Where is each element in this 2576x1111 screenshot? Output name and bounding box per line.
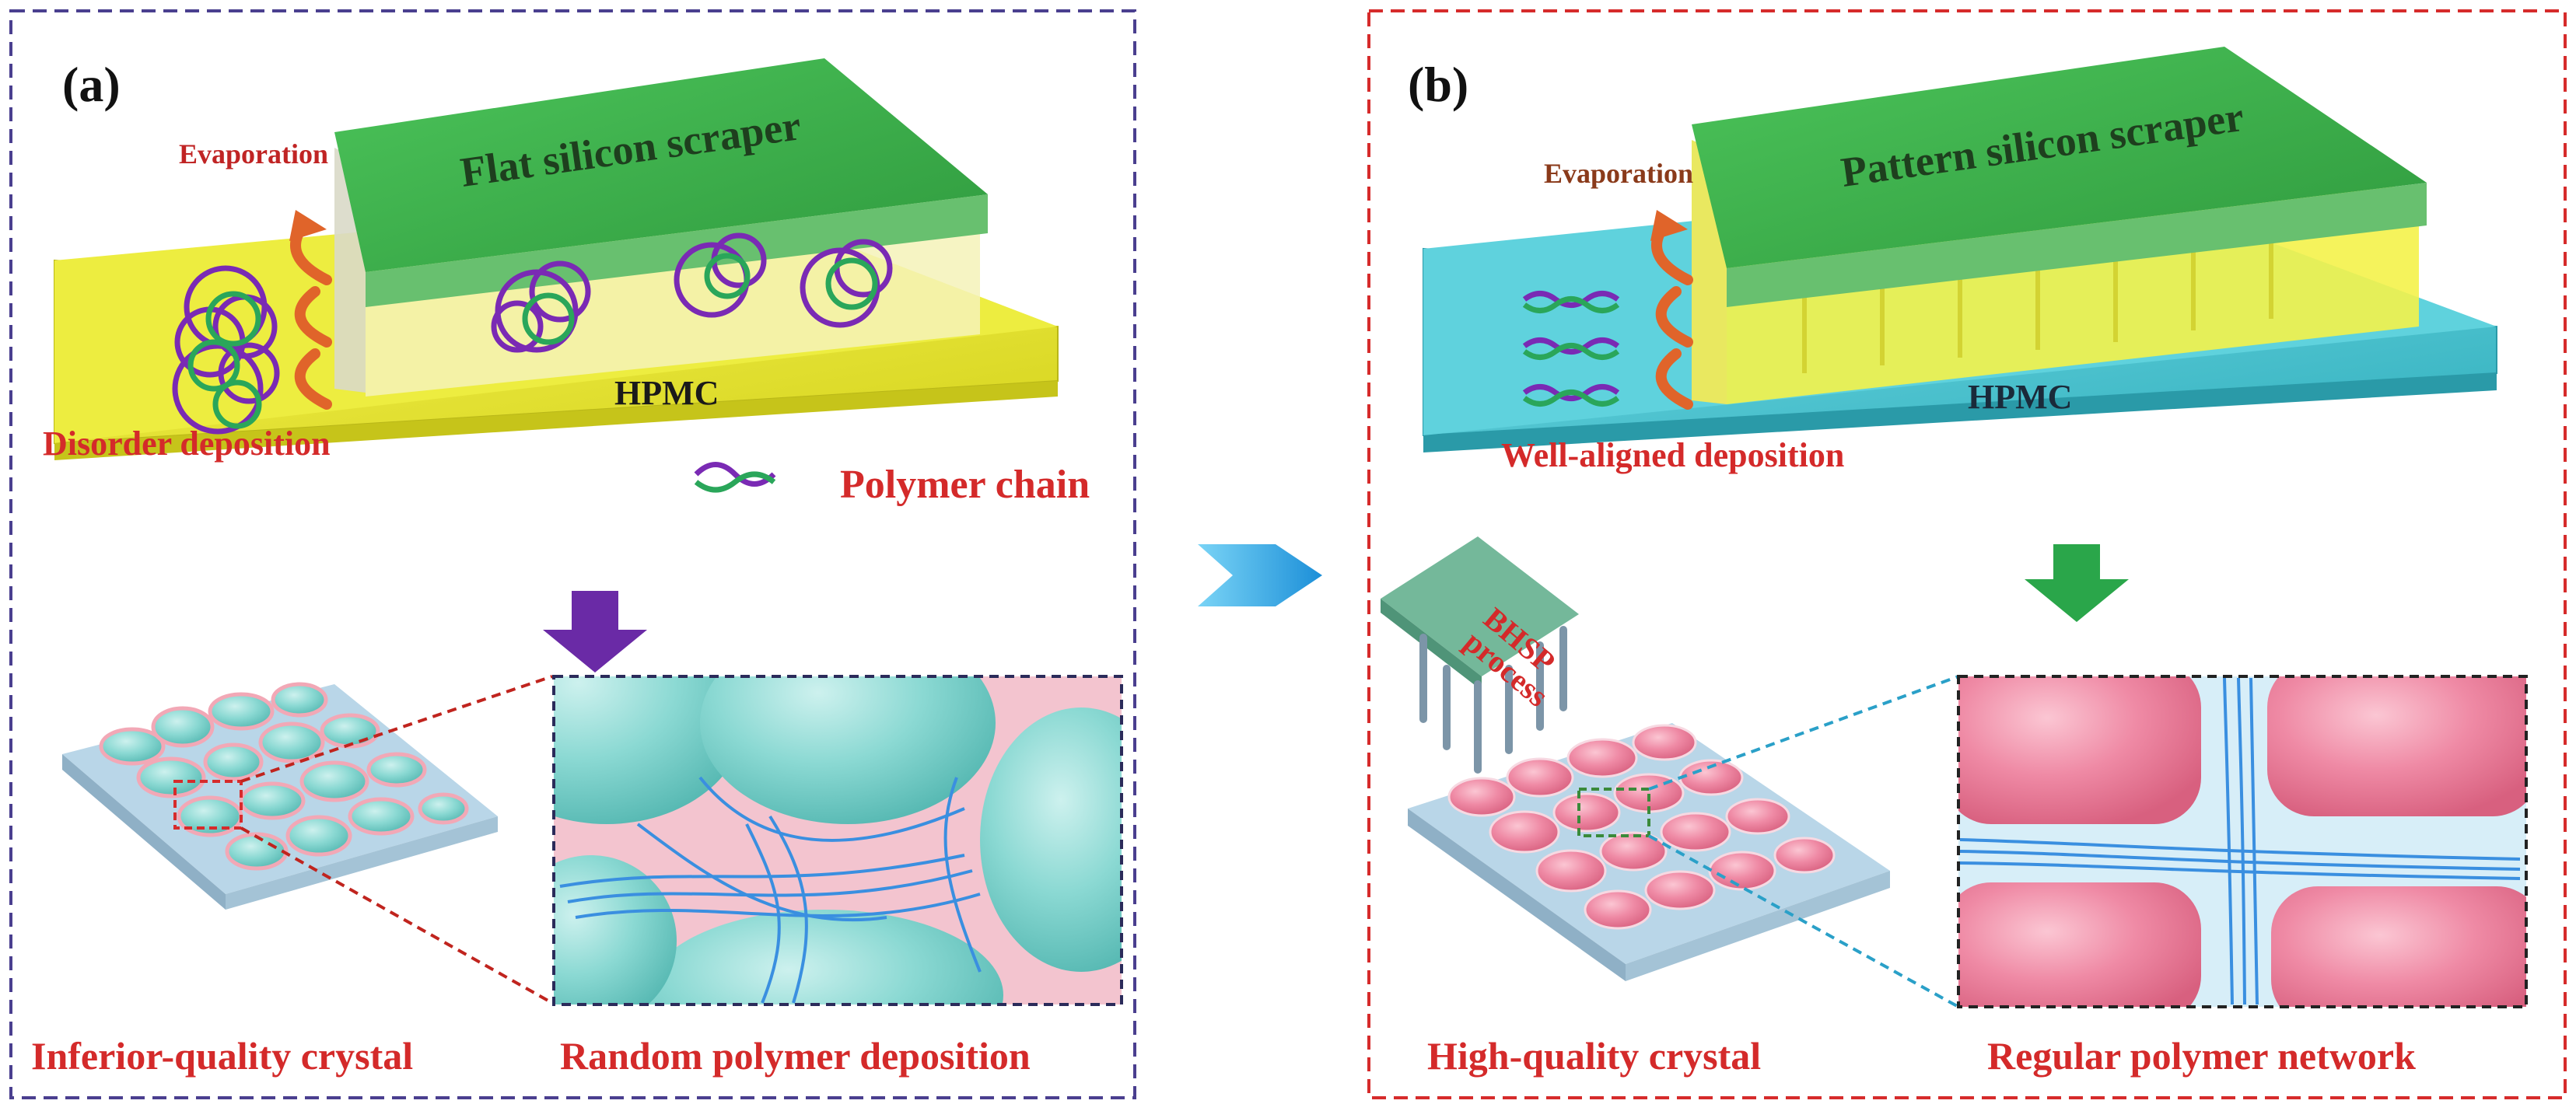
- panel-b-scraper: [1692, 47, 2427, 307]
- panel-b-zoom-inset: [1957, 675, 2528, 1008]
- polymer-chain-legend-icon: [694, 462, 776, 493]
- panel-a-zoom-inset: [552, 675, 1123, 1006]
- panel-b-evaporation-arrows: [1650, 210, 1693, 410]
- panel-b-evaporation-label: Evaporation: [1544, 158, 1693, 189]
- panel-b-zoom-caption: Regular polymer network: [1987, 1034, 2416, 1078]
- bhsp-stamp: [1381, 536, 1579, 774]
- panel-a-label: (a): [62, 57, 121, 112]
- panel-b-crystal-plate: [1408, 723, 1890, 981]
- panel-a-frame: [9, 9, 1136, 1099]
- panel-a-zoom-caption: Random polymer deposition: [560, 1034, 1031, 1078]
- panel-b-down-arrow: [2025, 544, 2129, 622]
- panel-a-zoom-guides: [240, 675, 553, 1004]
- panel-a-down-arrow: [543, 591, 647, 673]
- panel-a-crystal-caption: Inferior-quality crystal: [31, 1034, 413, 1078]
- panel-a-deposition-label: Disorder deposition: [43, 424, 331, 463]
- panel-a-crystal-plate: [62, 682, 498, 910]
- panel-a-scraper: [334, 58, 988, 307]
- panel-a-polymer-tangles: [172, 232, 893, 435]
- panel-b-substrate-label: HPMC: [1968, 378, 2072, 416]
- panel-a-evaporation-arrows: [289, 210, 332, 410]
- panel-transition-arrow: [1198, 544, 1322, 606]
- panel-a-evaporation-label: Evaporation: [179, 138, 328, 169]
- panel-b-deposition-label: Well-aligned deposition: [1501, 436, 1844, 474]
- panel-b-aligned-chains: [1522, 291, 1620, 407]
- panel-b-zoom-guides: [1648, 675, 1959, 1008]
- polymer-chain-legend-label: Polymer chain: [840, 463, 1090, 507]
- panel-b-label: (b): [1408, 57, 1468, 112]
- panel-b-crystal-caption: High-quality crystal: [1427, 1034, 1761, 1078]
- panel-a-substrate-label: HPMC: [614, 374, 719, 412]
- panel-b-frame: [1367, 9, 2567, 1099]
